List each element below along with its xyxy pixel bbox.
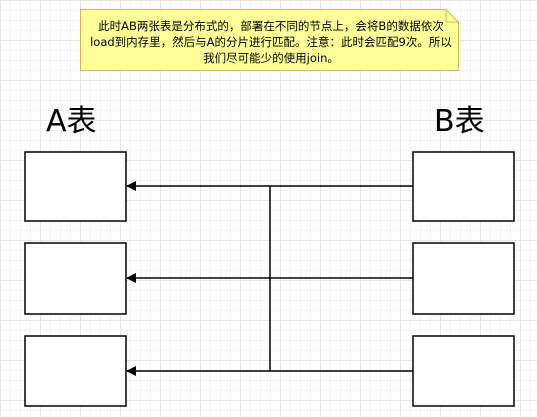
note-shape — [80, 9, 459, 71]
table-a-shard-3 — [24, 335, 127, 407]
note-text: 此时AB两张表是分布式的，部署在不同的节点上，会将B的数据依次load到内存里，… — [90, 19, 452, 65]
table-b-shard-2 — [412, 242, 515, 315]
table-b-title: B表 — [434, 104, 485, 139]
table-b-shard-3 — [412, 335, 515, 407]
table-a-title: A表 — [46, 104, 97, 139]
table-a-shard-1 — [24, 151, 127, 222]
table-a-shard-2 — [24, 242, 127, 315]
table-b-shard-1 — [412, 151, 515, 222]
explanation-note: 此时AB两张表是分布式的，部署在不同的节点上，会将B的数据依次load到内存里，… — [80, 9, 459, 71]
